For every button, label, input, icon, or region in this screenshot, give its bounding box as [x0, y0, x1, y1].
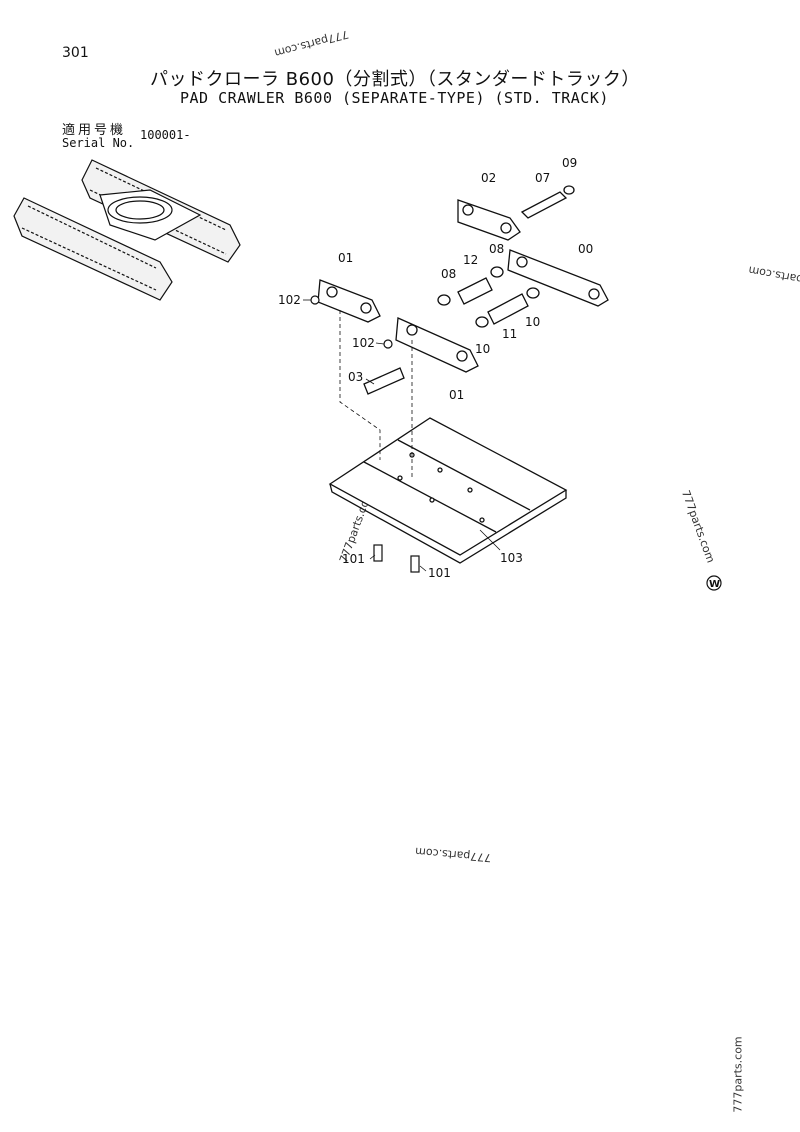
bushing-12 [437, 266, 504, 306]
bushing-11 [475, 287, 540, 328]
part-label-10: 10 [475, 342, 490, 356]
part-label-03: 03 [348, 370, 363, 384]
part-label-102: 102 [352, 336, 375, 350]
track-pad-103 [328, 417, 568, 564]
part-label-101: 101 [342, 552, 365, 566]
part-label-01: 01 [338, 251, 353, 265]
part-label-11: 11 [502, 327, 517, 341]
link-plate-02 [457, 199, 521, 241]
part-label-07: 07 [535, 171, 550, 185]
link-plate-01-lower [395, 317, 479, 373]
serial-label-english: Serial No. [62, 136, 135, 150]
callout-lines [303, 299, 501, 572]
link-plate-00 [507, 249, 609, 307]
maker-mark-icon: W [706, 575, 722, 591]
part-label-01: 01 [449, 388, 464, 402]
part-label-08: 08 [441, 267, 456, 281]
svg-text:W: W [709, 579, 720, 590]
part-label-101: 101 [428, 566, 451, 580]
part-label-12: 12 [463, 253, 478, 267]
part-label-10: 10 [525, 315, 540, 329]
title-japanese: パッドクローラ B600（分割式）（スタンダードトラック） [150, 69, 640, 90]
link-plate-01-upper [317, 279, 381, 323]
part-label-00: 00 [578, 242, 593, 256]
serial-label-japanese: 適用号機 [62, 123, 127, 138]
pin-03 [363, 367, 405, 395]
page-number: 301 [62, 45, 89, 61]
bolt-101 [373, 544, 420, 573]
nut-102 [310, 295, 393, 349]
crawler-illustration [13, 159, 241, 301]
part-label-09: 09 [562, 156, 577, 170]
part-label-103: 103 [500, 551, 523, 565]
part-label-102: 102 [278, 293, 301, 307]
pin-07 [520, 185, 575, 219]
leader-lines [339, 310, 413, 480]
part-label-08: 08 [489, 242, 504, 256]
part-label-02: 02 [481, 171, 496, 185]
title-english: PAD CRAWLER B600 (SEPARATE-TYPE) (STD. T… [180, 89, 609, 107]
serial-value: 100001- [140, 128, 191, 142]
